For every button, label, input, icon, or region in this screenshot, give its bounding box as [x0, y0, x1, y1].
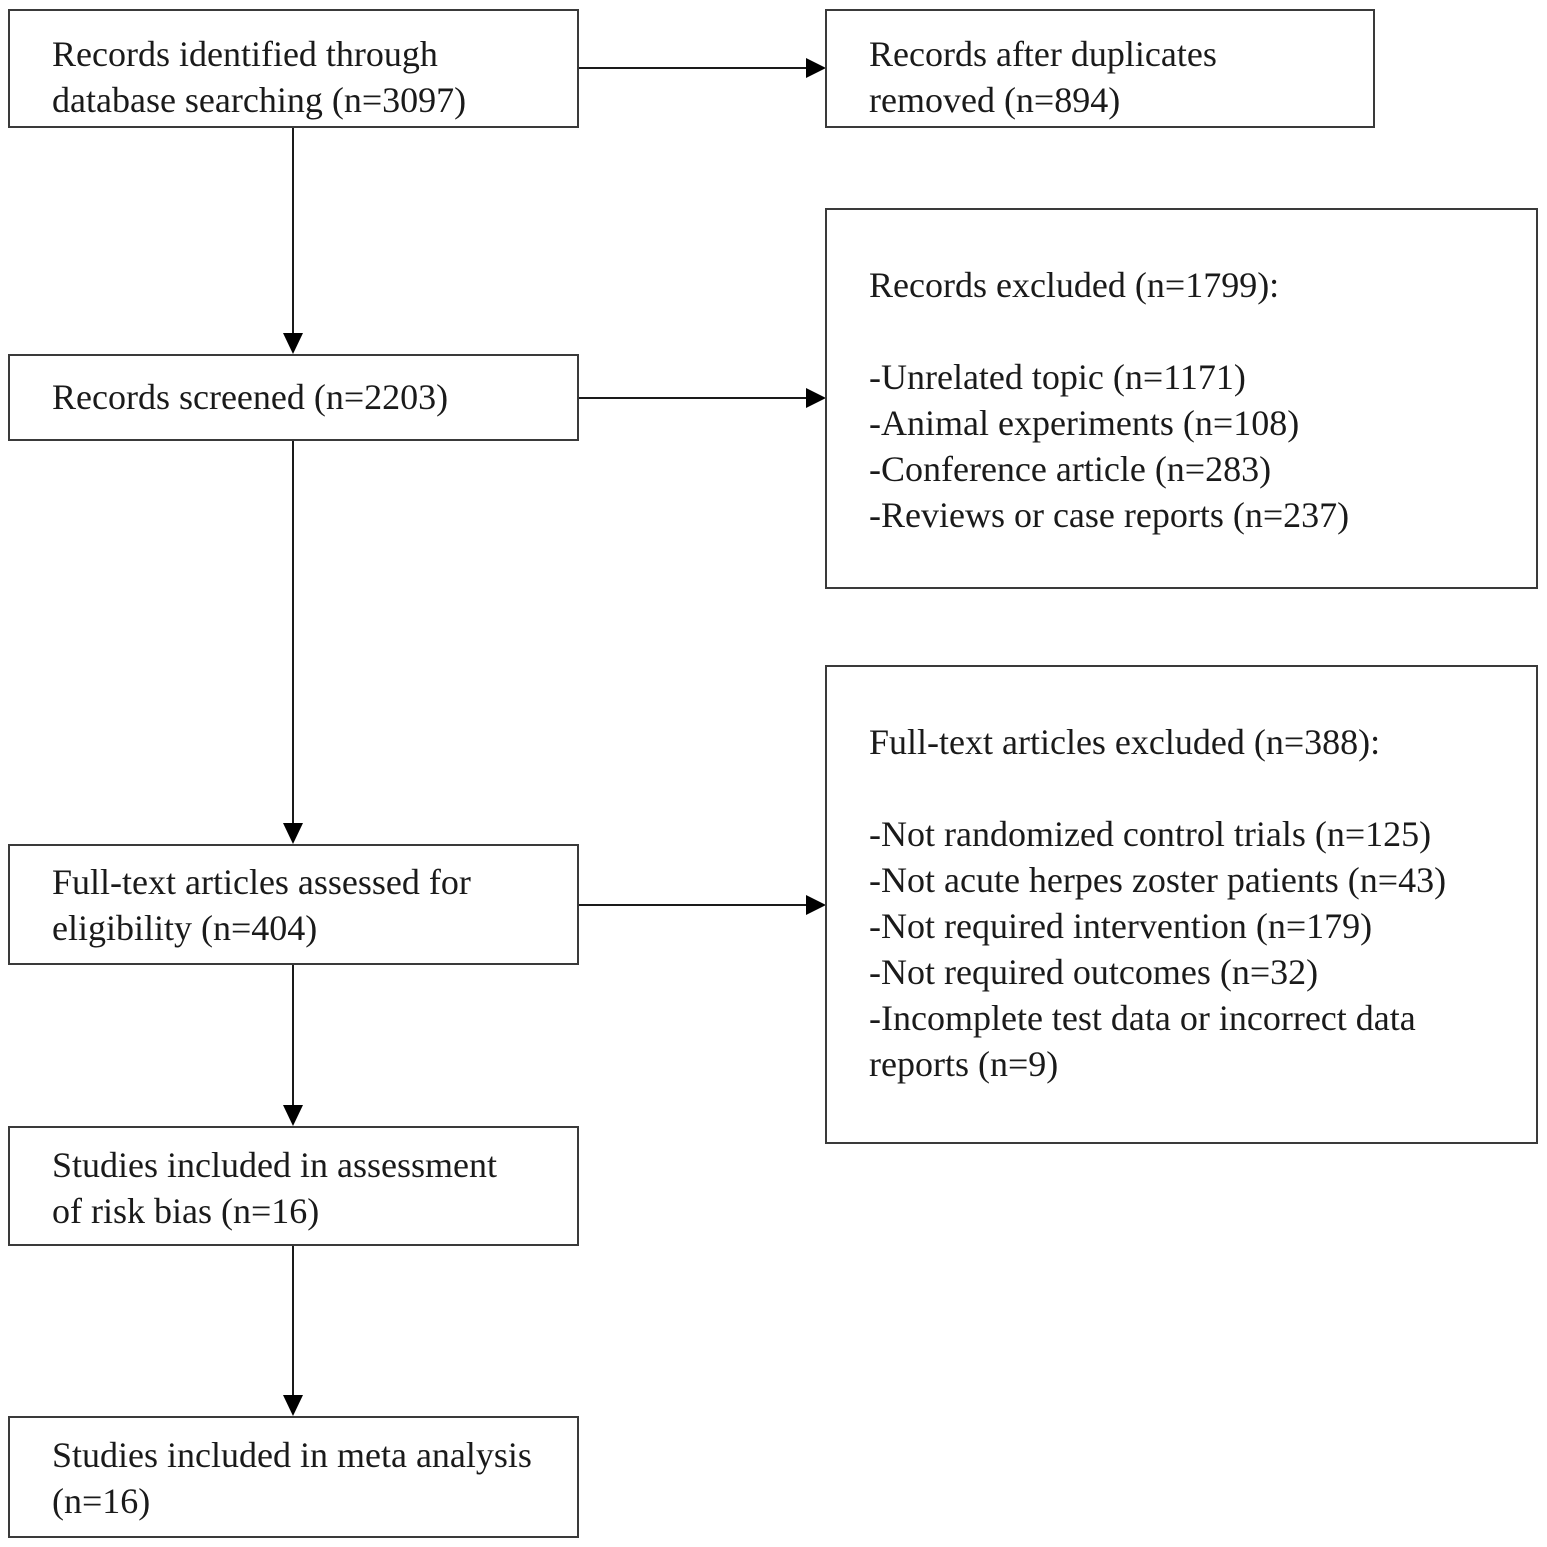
records-identified-box: Records identified through database sear… [8, 9, 579, 128]
fulltext-excluded-box: Full-text articles excluded (n=388): -No… [825, 665, 1538, 1144]
arrowhead-records-excluded [806, 388, 826, 408]
arrowhead-fulltext [283, 823, 303, 844]
duplicates-removed-box: Records after duplicates removed (n=894) [825, 9, 1375, 128]
duplicates-removed-line-1: Records after duplicates [869, 34, 1217, 74]
risk-bias-line-1: Studies included in assessment [52, 1145, 497, 1185]
meta-analysis-line-2: (n=16) [52, 1481, 151, 1521]
fulltext-excluded-heading: Full-text articles excluded (n=388): [869, 722, 1381, 762]
records-excluded-item: -Reviews or case reports (n=237) [869, 495, 1350, 535]
arrowhead-meta [283, 1395, 303, 1416]
records-identified-line-2: database searching (n=3097) [52, 80, 467, 120]
meta-analysis-box: Studies included in meta analysis (n=16) [8, 1416, 579, 1538]
duplicates-removed-line-2: removed (n=894) [869, 80, 1121, 120]
risk-bias-box: Studies included in assessment of risk b… [8, 1126, 579, 1246]
records-screened-box: Records screened (n=2203) [8, 354, 579, 441]
arrowhead-duplicates [806, 58, 826, 78]
records-excluded-item: -Unrelated topic (n=1171) [869, 357, 1246, 397]
records-identified-line-1: Records identified through [52, 34, 438, 74]
records-excluded-item: -Animal experiments (n=108) [869, 403, 1300, 443]
records-excluded-heading: Records excluded (n=1799): [869, 265, 1280, 305]
fulltext-assessed-line-2: eligibility (n=404) [52, 908, 318, 948]
fulltext-excluded-item: -Not required outcomes (n=32) [869, 952, 1319, 992]
fulltext-excluded-item: -Incomplete test data or incorrect data [869, 998, 1416, 1038]
fulltext-excluded-item: reports (n=9) [869, 1044, 1059, 1084]
fulltext-excluded-item: -Not randomized control trials (n=125) [869, 814, 1432, 854]
risk-bias-line-2: of risk bias (n=16) [52, 1191, 320, 1231]
fulltext-assessed-line-1: Full-text articles assessed for [52, 862, 471, 902]
fulltext-excluded-item: -Not acute herpes zoster patients (n=43) [869, 860, 1447, 900]
arrowhead-risk-bias [283, 1105, 303, 1126]
arrowhead-fulltext-excluded [806, 895, 826, 915]
arrowhead-screened [283, 333, 303, 354]
records-excluded-box: Records excluded (n=1799): -Unrelated to… [825, 208, 1538, 589]
meta-analysis-line-1: Studies included in meta analysis [52, 1435, 532, 1475]
fulltext-excluded-item: -Not required intervention (n=179) [869, 906, 1373, 946]
records-excluded-item: -Conference article (n=283) [869, 449, 1272, 489]
records-screened-line-1: Records screened (n=2203) [52, 377, 449, 417]
fulltext-assessed-box: Full-text articles assessed for eligibil… [8, 844, 579, 965]
